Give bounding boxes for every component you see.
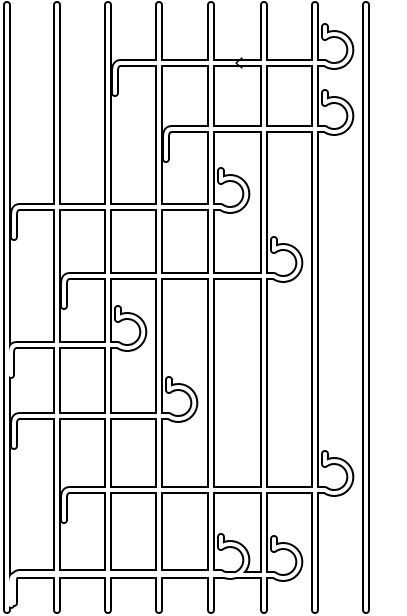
crossing-7-fill [62,452,353,522]
crossing-6-fill [12,378,197,448]
arrow-chevron-icon [235,57,243,69]
direction-arrow-icon [235,57,243,69]
crossing-4-fill [62,238,302,308]
crossing-2-outline [162,89,355,163]
crossing-5-outline [7,305,148,379]
tube-fills [5,3,368,612]
crossing-2-fill [164,91,353,161]
crossing-5-fill [9,307,146,377]
tube-outlines [3,1,370,614]
crossing-1-fill [113,25,353,95]
crossing-9-fill [9,537,302,607]
crossing-3-fill [12,169,249,239]
